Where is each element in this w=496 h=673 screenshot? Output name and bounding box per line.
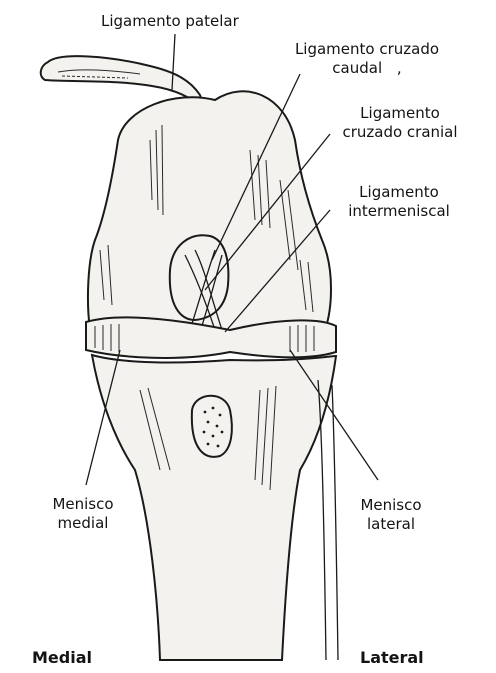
label-menisco-medial-line1: Menisco [38, 495, 128, 514]
side-label-medial: Medial [32, 648, 92, 667]
label-menisco-medial-line2: medial [38, 514, 128, 533]
label-cruzado-caudal-mark: , [397, 59, 402, 77]
tibia-drawing [92, 355, 338, 660]
label-cruzado-cranial-line2: cruzado cranial [320, 123, 480, 142]
label-intermeniscal-line1: Ligamento [334, 183, 464, 202]
label-ligamento-patelar: Ligamento patelar [101, 12, 239, 31]
label-cruzado-caudal-line1: Ligamento cruzado [282, 40, 452, 59]
label-menisco-medial: Menisco medial [38, 495, 128, 533]
label-cruzado-caudal: Ligamento cruzado caudal , [282, 40, 452, 78]
label-cruzado-cranial: Ligamento cruzado cranial [320, 104, 480, 142]
label-menisco-lateral-line1: Menisco [346, 496, 436, 515]
label-cruzado-caudal-line2: caudal , [282, 59, 452, 78]
label-cruzado-cranial-line1: Ligamento [320, 104, 480, 123]
label-cruzado-caudal-word: caudal [332, 59, 382, 77]
label-intermeniscal: Ligamento intermeniscal [334, 183, 464, 221]
label-menisco-lateral: Menisco lateral [346, 496, 436, 534]
label-menisco-lateral-line2: lateral [346, 515, 436, 534]
femur-drawing [88, 91, 331, 330]
side-label-lateral: Lateral [360, 648, 424, 667]
label-intermeniscal-line2: intermeniscal [334, 202, 464, 221]
